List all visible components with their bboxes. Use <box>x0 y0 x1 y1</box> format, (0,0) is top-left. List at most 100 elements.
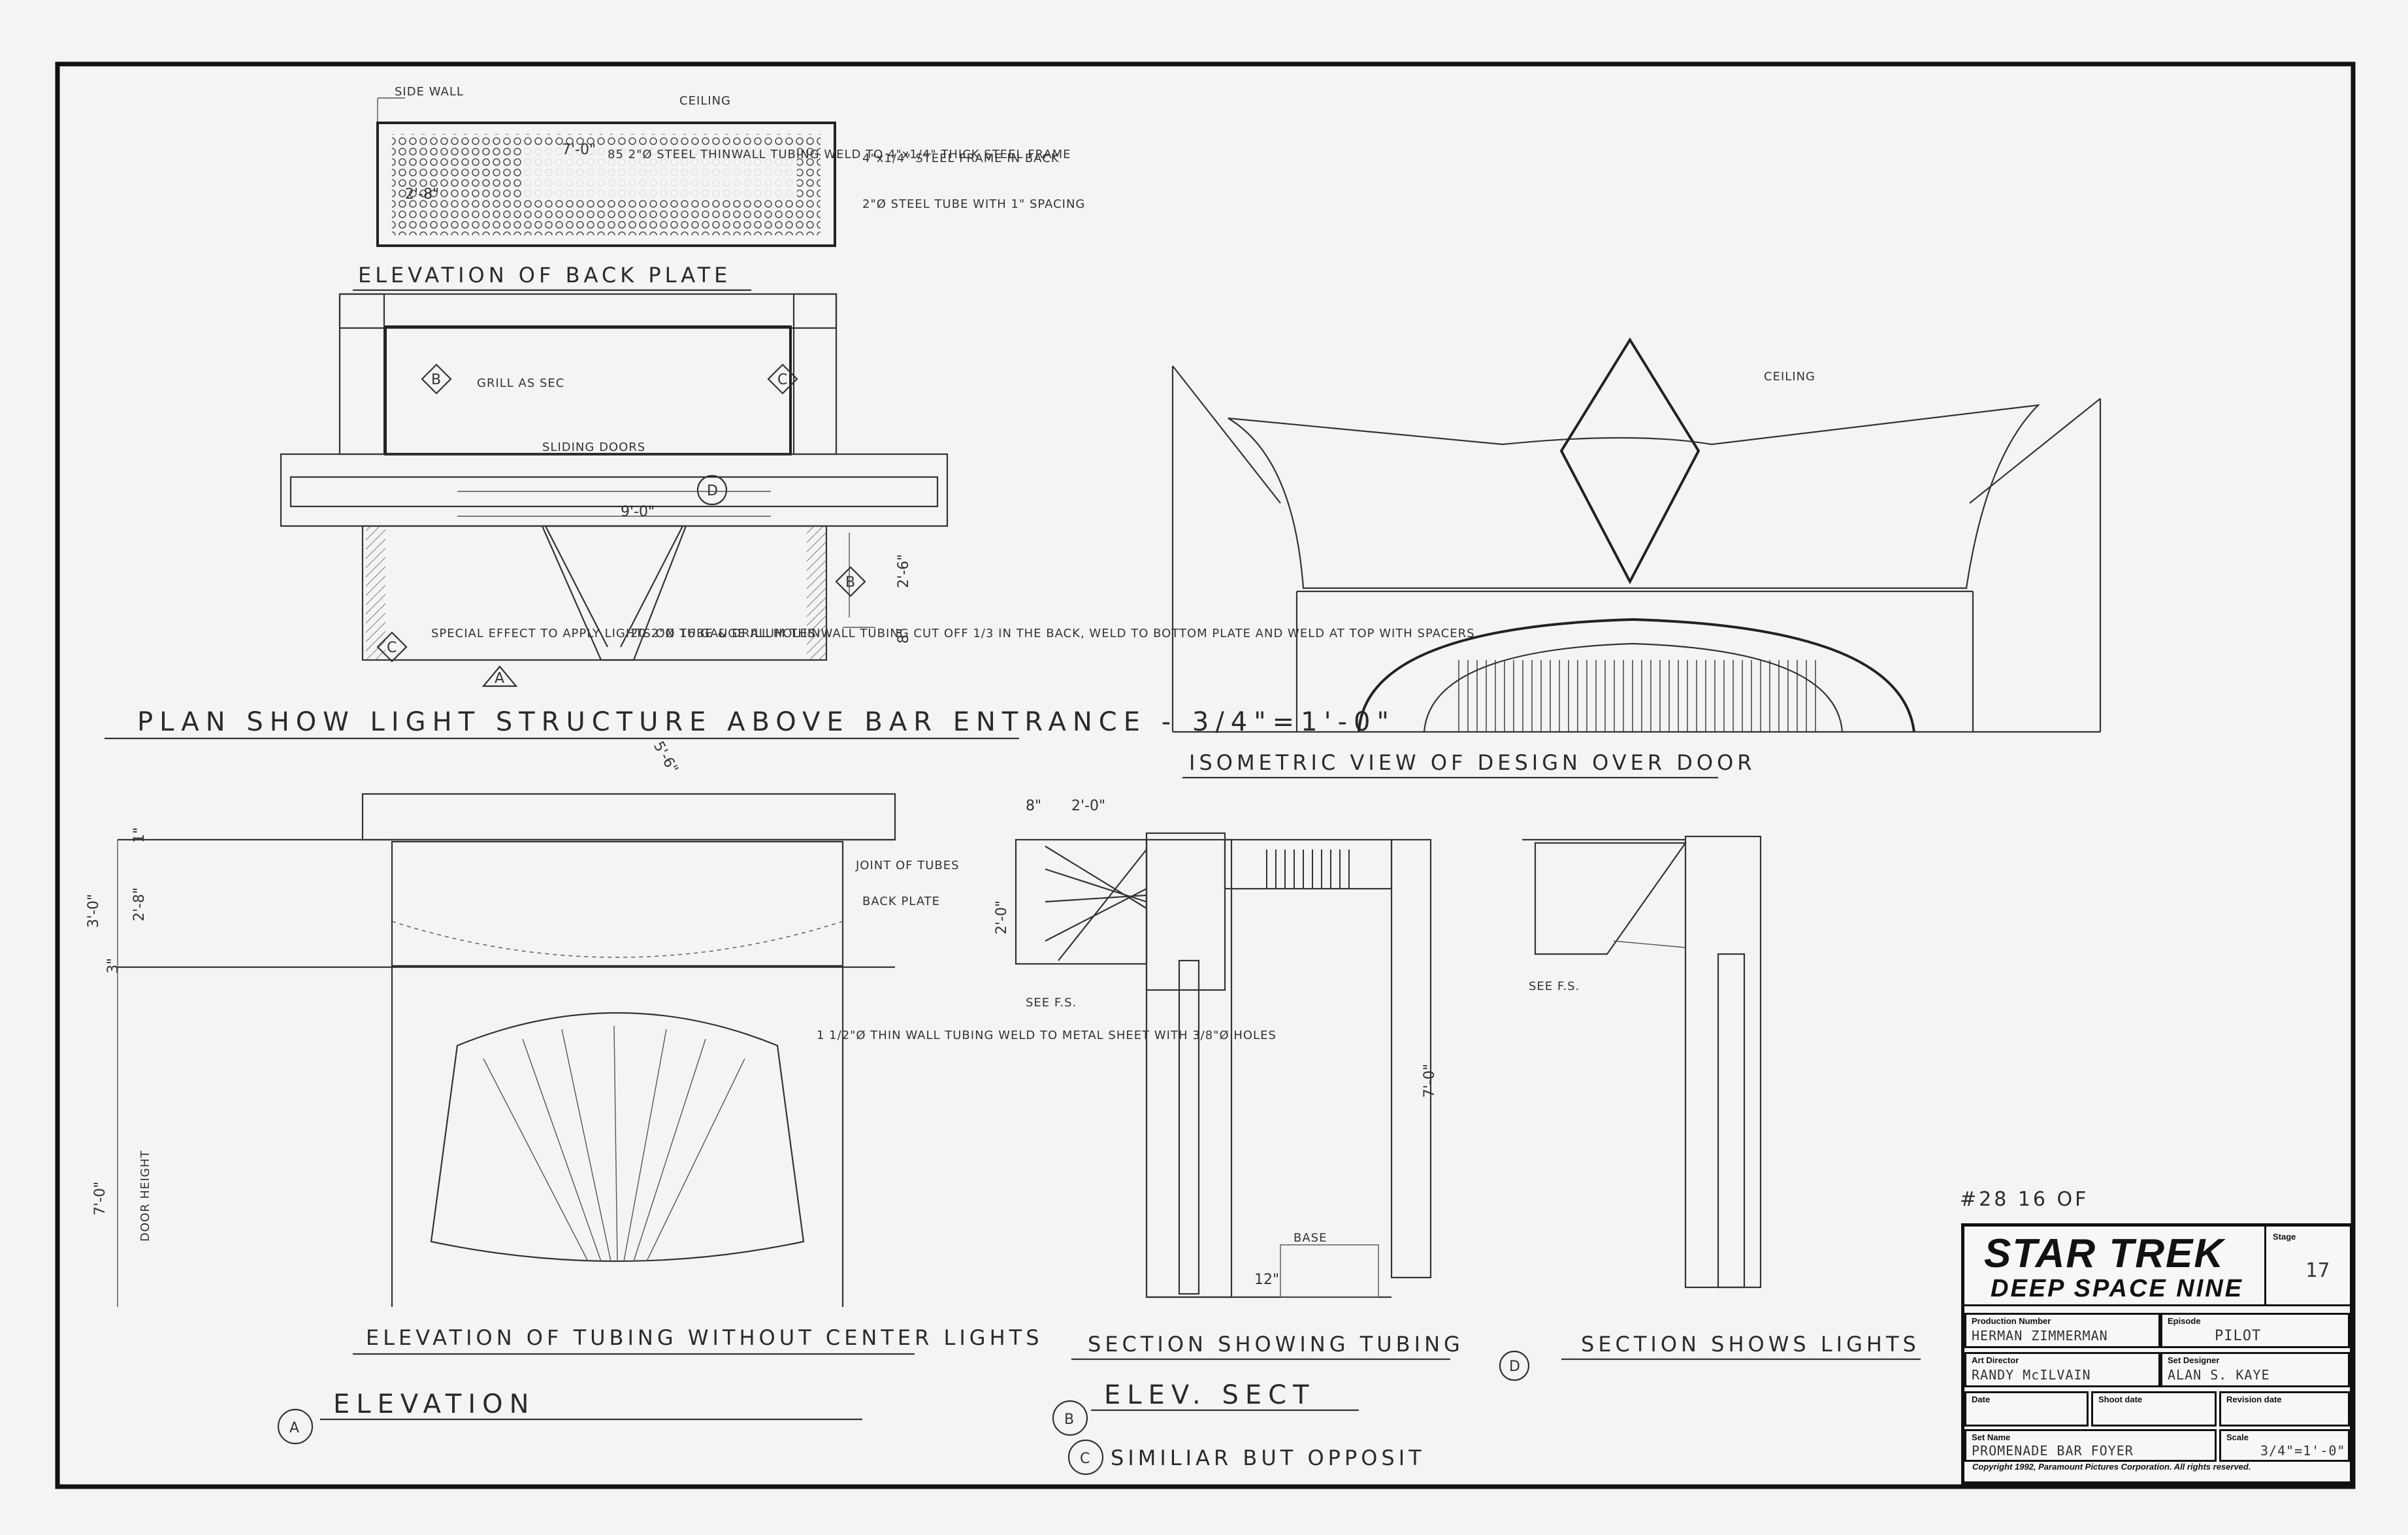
art-director-label: Art Director <box>1972 1355 2019 1365</box>
scale-cell: Scale 3/4"=1'-0" <box>2219 1429 2350 1462</box>
dim-section-b-tall: 7'-0" <box>1422 1064 1438 1098</box>
marker-c-plan: C <box>767 363 798 395</box>
dim-small-c: 3" <box>105 958 122 974</box>
dim-back-plate-height: 2'-8" <box>405 186 439 203</box>
note-special-effect: SPECIAL EFFECT TO APPLY LIGHTS ON TUBE &… <box>431 627 816 640</box>
art-director-value: RANDY McILVAIN <box>1972 1367 2091 1383</box>
episode-value: PILOT <box>2215 1328 2262 1344</box>
note-steel-tube: 2"Ø STEEL TUBE WITH 1" SPACING <box>862 197 1085 211</box>
title-elevation: ELEVATION <box>333 1389 536 1419</box>
dim-plan-small: 8" <box>896 628 912 644</box>
label-door-height: DOOR HEIGHT <box>138 1150 152 1242</box>
svg-text:D: D <box>1509 1359 1520 1375</box>
marker-d-plan: D <box>696 474 728 506</box>
episode-cell: Episode PILOT <box>2160 1313 2350 1348</box>
logo-star-trek: STAR TREK <box>1984 1231 2225 1276</box>
label-back-plate: BACK PLATE <box>862 895 940 908</box>
dim-section-b-top-b: 2'-0" <box>1071 798 1105 814</box>
stage-value: 17 <box>2305 1259 2331 1282</box>
art-director-cell: Art Director RANDY McILVAIN <box>1964 1352 2160 1387</box>
marker-b-plan: B <box>421 363 452 395</box>
date-label: Date <box>1972 1395 1991 1404</box>
stage-cell: Stage 17 <box>2266 1227 2350 1306</box>
note-alum-tubing: 20 2"Ø 16 GAUGE ALUM THINWALL TUBING CUT… <box>630 627 1475 640</box>
section-d <box>1522 835 1762 1289</box>
revision-date-label: Revision date <box>2226 1395 2282 1404</box>
label-sliding-doors: SLIDING DOORS <box>542 440 645 454</box>
svg-text:B: B <box>1064 1411 1074 1428</box>
label-joint-of-tubes: JOINT OF TUBES <box>855 859 960 872</box>
marker-d-title: D <box>1499 1350 1530 1381</box>
dim-section-b-base: 12" <box>1254 1272 1279 1288</box>
set-designer-value: ALAN S. KAYE <box>2168 1367 2270 1383</box>
revision-date-cell: Revision date <box>2219 1391 2350 1427</box>
svg-text:C: C <box>387 640 397 656</box>
set-name-label: Set Name <box>1972 1432 2011 1442</box>
copyright-notice: Copyright 1992, Paramount Pictures Corpo… <box>1972 1462 2251 1472</box>
episode-label: Episode <box>2168 1316 2201 1326</box>
svg-text:A: A <box>495 670 504 687</box>
label-see-fs-d: SEE F.S. <box>1529 980 1580 993</box>
production-number-cell: Production Number HERMAN ZIMMERMAN <box>1964 1313 2160 1348</box>
shoot-date-cell: Shoot date <box>2091 1391 2217 1427</box>
subtitle-section-lights: SECTION SHOWS LIGHTS <box>1581 1332 1920 1357</box>
subtitle-section-tubing: SECTION SHOWING TUBING <box>1088 1332 1464 1357</box>
dim-tube-height: 2'-8" <box>131 887 148 921</box>
star-trek-logo: STAR TREK DEEP SPACE NINE <box>1964 1227 2266 1306</box>
marker-a-plan: A <box>481 665 518 687</box>
label-ceiling-top: CEILING <box>679 94 731 108</box>
title-elev-sect: ELEV. SECT <box>1104 1380 1316 1410</box>
marker-c-title: C <box>1067 1439 1104 1476</box>
note-back-plate-tubing: 85 2"Ø STEEL THINWALL TUBING WELD TO 4"x… <box>608 148 1071 161</box>
marker-b-plan-right: B <box>835 566 866 597</box>
dim-door-height: 7'-0" <box>92 1181 108 1215</box>
note-steel-frame: 4"x1/4" STEEL FRAME IN BACK <box>862 152 1060 165</box>
note-similar-opposite: SIMILIAR BUT OPPOSIT <box>1111 1445 1425 1470</box>
svg-text:C: C <box>1080 1451 1090 1467</box>
date-cell: Date <box>1964 1391 2089 1427</box>
svg-text:C: C <box>777 372 787 388</box>
note-grill: GRILL AS SEC <box>477 376 564 390</box>
set-designer-label: Set Designer <box>2168 1355 2220 1365</box>
production-number-label: Production Number <box>1972 1316 2051 1326</box>
set-name-cell: Set Name PROMENADE BAR FOYER <box>1964 1429 2217 1462</box>
production-number-value: HERMAN ZIMMERMAN <box>1972 1328 2108 1344</box>
svg-text:A: A <box>289 1420 299 1436</box>
dim-section-b-side: 2'-0" <box>994 900 1010 934</box>
marker-c-plan-left: C <box>376 631 408 663</box>
svg-text:B: B <box>431 372 441 388</box>
section-b <box>1015 832 1432 1298</box>
marker-a-title: A <box>277 1408 314 1445</box>
sheet-border <box>55 61 2356 1489</box>
label-side-wall: SIDE WALL <box>395 85 464 99</box>
isometric-view <box>1171 337 2102 733</box>
marker-b-title: B <box>1052 1400 1088 1436</box>
sheet-number-note: #28 16 OF <box>1960 1188 2089 1211</box>
dim-plan-right: 2'-6" <box>896 554 912 588</box>
set-name-value: PROMENADE BAR FOYER <box>1972 1443 2134 1459</box>
plan-view <box>280 293 949 661</box>
dim-back-plate-width: 7'-0" <box>562 142 596 158</box>
scale-value: 3/4"=1'-0" <box>2260 1443 2346 1459</box>
scale-label: Scale <box>2226 1432 2249 1442</box>
dim-plan-width: 9'-0" <box>621 504 655 520</box>
subtitle-elevation-tubing: ELEVATION OF TUBING WITHOUT CENTER LIGHT… <box>366 1325 1043 1350</box>
shoot-date-label: Shoot date <box>2098 1395 2143 1404</box>
set-designer-cell: Set Designer ALAN S. KAYE <box>2160 1352 2350 1387</box>
label-see-fs-b: SEE F.S. <box>1026 996 1077 1010</box>
title-isometric: ISOMETRIC VIEW OF DESIGN OVER DOOR <box>1189 750 1756 775</box>
svg-text:B: B <box>845 574 855 591</box>
label-base: BASE <box>1293 1231 1327 1245</box>
dim-section-b-top-a: 8" <box>1026 798 1041 814</box>
logo-deep-space-nine: DEEP SPACE NINE <box>1991 1275 2244 1302</box>
title-block: STAR TREK DEEP SPACE NINE Stage 17 Produ… <box>1961 1223 2353 1485</box>
elevation-a <box>117 793 896 1307</box>
dim-total-height: 3'-0" <box>86 894 102 928</box>
dim-small-b: 1" <box>131 827 148 843</box>
note-thin-wall-tubing: 1 1/2"Ø THIN WALL TUBING WELD TO METAL S… <box>817 1029 1277 1042</box>
back-plate-elevation <box>376 97 836 247</box>
stage-label: Stage <box>2273 1232 2296 1242</box>
title-elevation-back-plate: ELEVATION OF BACK PLATE <box>358 263 731 288</box>
label-ceiling-iso: CEILING <box>1764 370 1815 384</box>
